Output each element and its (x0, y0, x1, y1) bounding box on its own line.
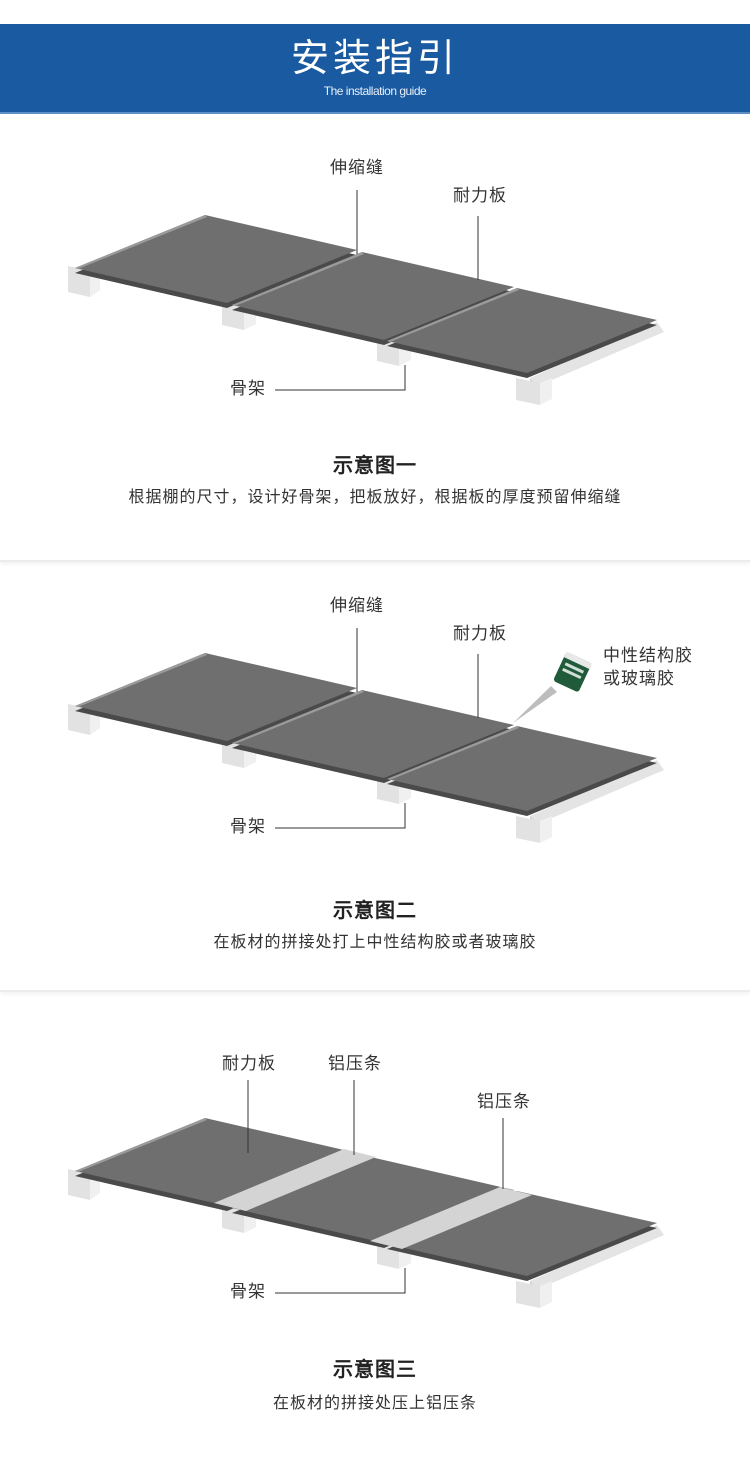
caption-diagram-1: 示意图一 (333, 453, 417, 477)
page-header: 安装指引 The installation guide (0, 24, 750, 114)
caption-diagram-3: 示意图三 (333, 1357, 417, 1381)
label-expansion-gap: 伸缩缝 (330, 596, 384, 616)
page-title: 安装指引 (290, 36, 459, 80)
diagram-3-illustration (68, 1080, 664, 1308)
label-frame: 骨架 (230, 379, 266, 399)
label-glue-line1: 中性结构胶 (603, 646, 693, 666)
description-diagram-2: 在板材的拼接处打上中性结构胶或者玻璃胶 (213, 932, 537, 951)
caption-diagram-2: 示意图二 (333, 898, 417, 922)
label-glue-line2: 或玻璃胶 (603, 669, 675, 689)
label-expansion-gap: 伸缩缝 (330, 158, 384, 178)
label-aluminum-strip: 铝压条 (477, 1092, 531, 1112)
glue-tube-icon (513, 651, 592, 723)
label-frame: 骨架 (230, 817, 266, 837)
description-diagram-1: 根据棚的尺寸，设计好骨架，把板放好，根据板的厚度预留伸缩缝 (128, 487, 622, 506)
label-panel: 耐力板 (453, 624, 507, 644)
diagram-2-illustration (68, 628, 664, 843)
section-divider (0, 990, 750, 992)
label-panel: 耐力板 (453, 186, 507, 206)
label-frame: 骨架 (230, 1282, 266, 1302)
section-divider (0, 560, 750, 562)
page-subtitle: The installation guide (323, 84, 427, 98)
diagram-1-illustration (68, 190, 664, 405)
aluminum-strips (214, 1149, 532, 1249)
label-panel: 耐力板 (222, 1054, 276, 1074)
label-aluminum-strip: 铝压条 (328, 1054, 382, 1074)
description-diagram-3: 在板材的拼接处压上铝压条 (272, 1393, 477, 1412)
